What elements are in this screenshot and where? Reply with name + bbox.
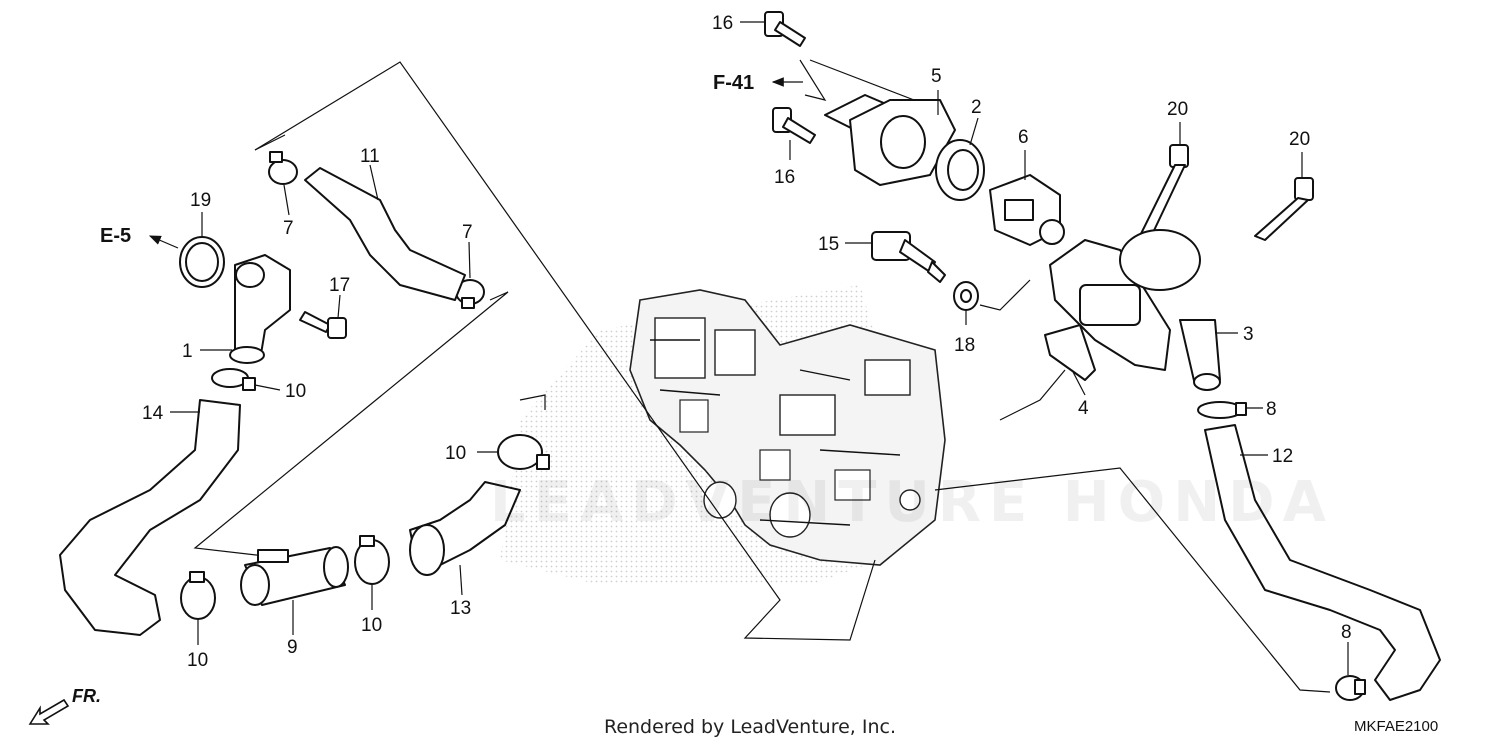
leader-engine-8 bbox=[934, 467, 1331, 693]
label-leaders bbox=[170, 21, 1349, 675]
footer-credit: Rendered by LeadVenture, Inc. bbox=[603, 716, 897, 738]
part-label-11[interactable]: 11 bbox=[360, 146, 380, 167]
ref-arrow-e5 bbox=[148, 235, 179, 249]
group-outline-hose-11 bbox=[193, 134, 509, 561]
hose-clamp-8-upper[interactable] bbox=[1197, 401, 1247, 419]
bolt-16-top[interactable] bbox=[764, 11, 806, 47]
part-label-6[interactable]: 6 bbox=[1018, 127, 1029, 148]
part-label-10-upper[interactable]: 10 bbox=[285, 381, 306, 402]
part-label-8-lower[interactable]: 8 bbox=[1341, 622, 1352, 643]
front-arrow-icon bbox=[28, 698, 70, 725]
engine-assembly bbox=[500, 285, 946, 585]
watermark: LEADVENTURE HONDA bbox=[490, 470, 1334, 535]
diagram-code: MKFAE2100 bbox=[1354, 718, 1439, 735]
water-outlet-housing-3[interactable] bbox=[1049, 229, 1221, 391]
o-ring-19[interactable] bbox=[179, 236, 225, 288]
water-hose-14[interactable] bbox=[59, 399, 241, 636]
part-label-14[interactable]: 14 bbox=[142, 403, 164, 424]
front-direction-label: FR. bbox=[72, 686, 101, 706]
o-ring-2[interactable] bbox=[935, 139, 985, 201]
part-label-3[interactable]: 3 bbox=[1243, 324, 1254, 345]
part-label-19[interactable]: 19 bbox=[190, 190, 211, 211]
leader-housing-4 bbox=[979, 279, 1066, 421]
part-label-20-left[interactable]: 20 bbox=[1167, 99, 1188, 120]
bolt-16-bottom[interactable] bbox=[772, 107, 816, 144]
part-label-16-top[interactable]: 16 bbox=[712, 13, 733, 34]
ref-label-e5[interactable]: E-5 bbox=[100, 225, 131, 247]
group-outline-left bbox=[254, 61, 876, 641]
part-label-15[interactable]: 15 bbox=[818, 234, 839, 255]
part-label-1[interactable]: 1 bbox=[182, 341, 193, 362]
water-hose-12[interactable] bbox=[1204, 424, 1441, 701]
part-label-13[interactable]: 13 bbox=[450, 598, 471, 619]
ref-label-f41[interactable]: F-41 bbox=[713, 72, 754, 94]
gasket-4[interactable] bbox=[1044, 324, 1096, 381]
hose-clamp-10-lower-left[interactable] bbox=[180, 571, 216, 620]
part-label-4[interactable]: 4 bbox=[1078, 398, 1089, 419]
part-label-7-left[interactable]: 7 bbox=[283, 218, 294, 239]
part-label-7-right[interactable]: 7 bbox=[462, 222, 473, 243]
part-label-20-right[interactable]: 20 bbox=[1289, 129, 1310, 150]
hose-clamp-8-lower[interactable] bbox=[1335, 675, 1366, 701]
bolt-20-right[interactable] bbox=[1254, 177, 1314, 241]
part-label-17[interactable]: 17 bbox=[329, 275, 350, 296]
part-label-16-bottom[interactable]: 16 bbox=[774, 167, 795, 188]
washer-18-hole bbox=[960, 289, 972, 303]
hose-clamp-7-right[interactable] bbox=[455, 279, 485, 309]
water-hose-13-end bbox=[409, 524, 445, 576]
part-label-10-lower-center[interactable]: 10 bbox=[361, 615, 382, 636]
hose-clamp-10-lower-center[interactable] bbox=[354, 535, 390, 585]
thermostat-cover-5[interactable] bbox=[824, 94, 956, 186]
part-label-10-lower-left[interactable]: 10 bbox=[187, 650, 208, 671]
part-labels: 16 16 5 2 6 15 18 20 20 3 4 8 12 8 11 7 … bbox=[142, 13, 1352, 671]
water-hose-11[interactable] bbox=[304, 167, 466, 301]
water-joint-1[interactable] bbox=[229, 254, 291, 364]
temperature-sensor-15[interactable] bbox=[871, 231, 946, 283]
part-label-8-upper[interactable]: 8 bbox=[1266, 399, 1277, 420]
group-outline-hose-13 bbox=[519, 394, 546, 410]
part-label-9[interactable]: 9 bbox=[287, 637, 298, 658]
hose-clamp-10-upper[interactable] bbox=[211, 368, 256, 391]
hose-clamp-10-middle[interactable] bbox=[497, 434, 550, 470]
front-direction-indicator: FR. bbox=[28, 686, 101, 725]
part-label-10-middle[interactable]: 10 bbox=[445, 443, 466, 464]
hose-clamp-7-left[interactable] bbox=[268, 151, 298, 185]
bolt-17[interactable] bbox=[299, 311, 347, 339]
part-label-2[interactable]: 2 bbox=[971, 97, 982, 118]
part-label-18[interactable]: 18 bbox=[954, 335, 975, 356]
water-pipe-9[interactable] bbox=[240, 546, 349, 606]
part-label-12[interactable]: 12 bbox=[1272, 446, 1293, 467]
part-label-5[interactable]: 5 bbox=[931, 66, 942, 87]
thermostat-6[interactable] bbox=[989, 174, 1065, 246]
